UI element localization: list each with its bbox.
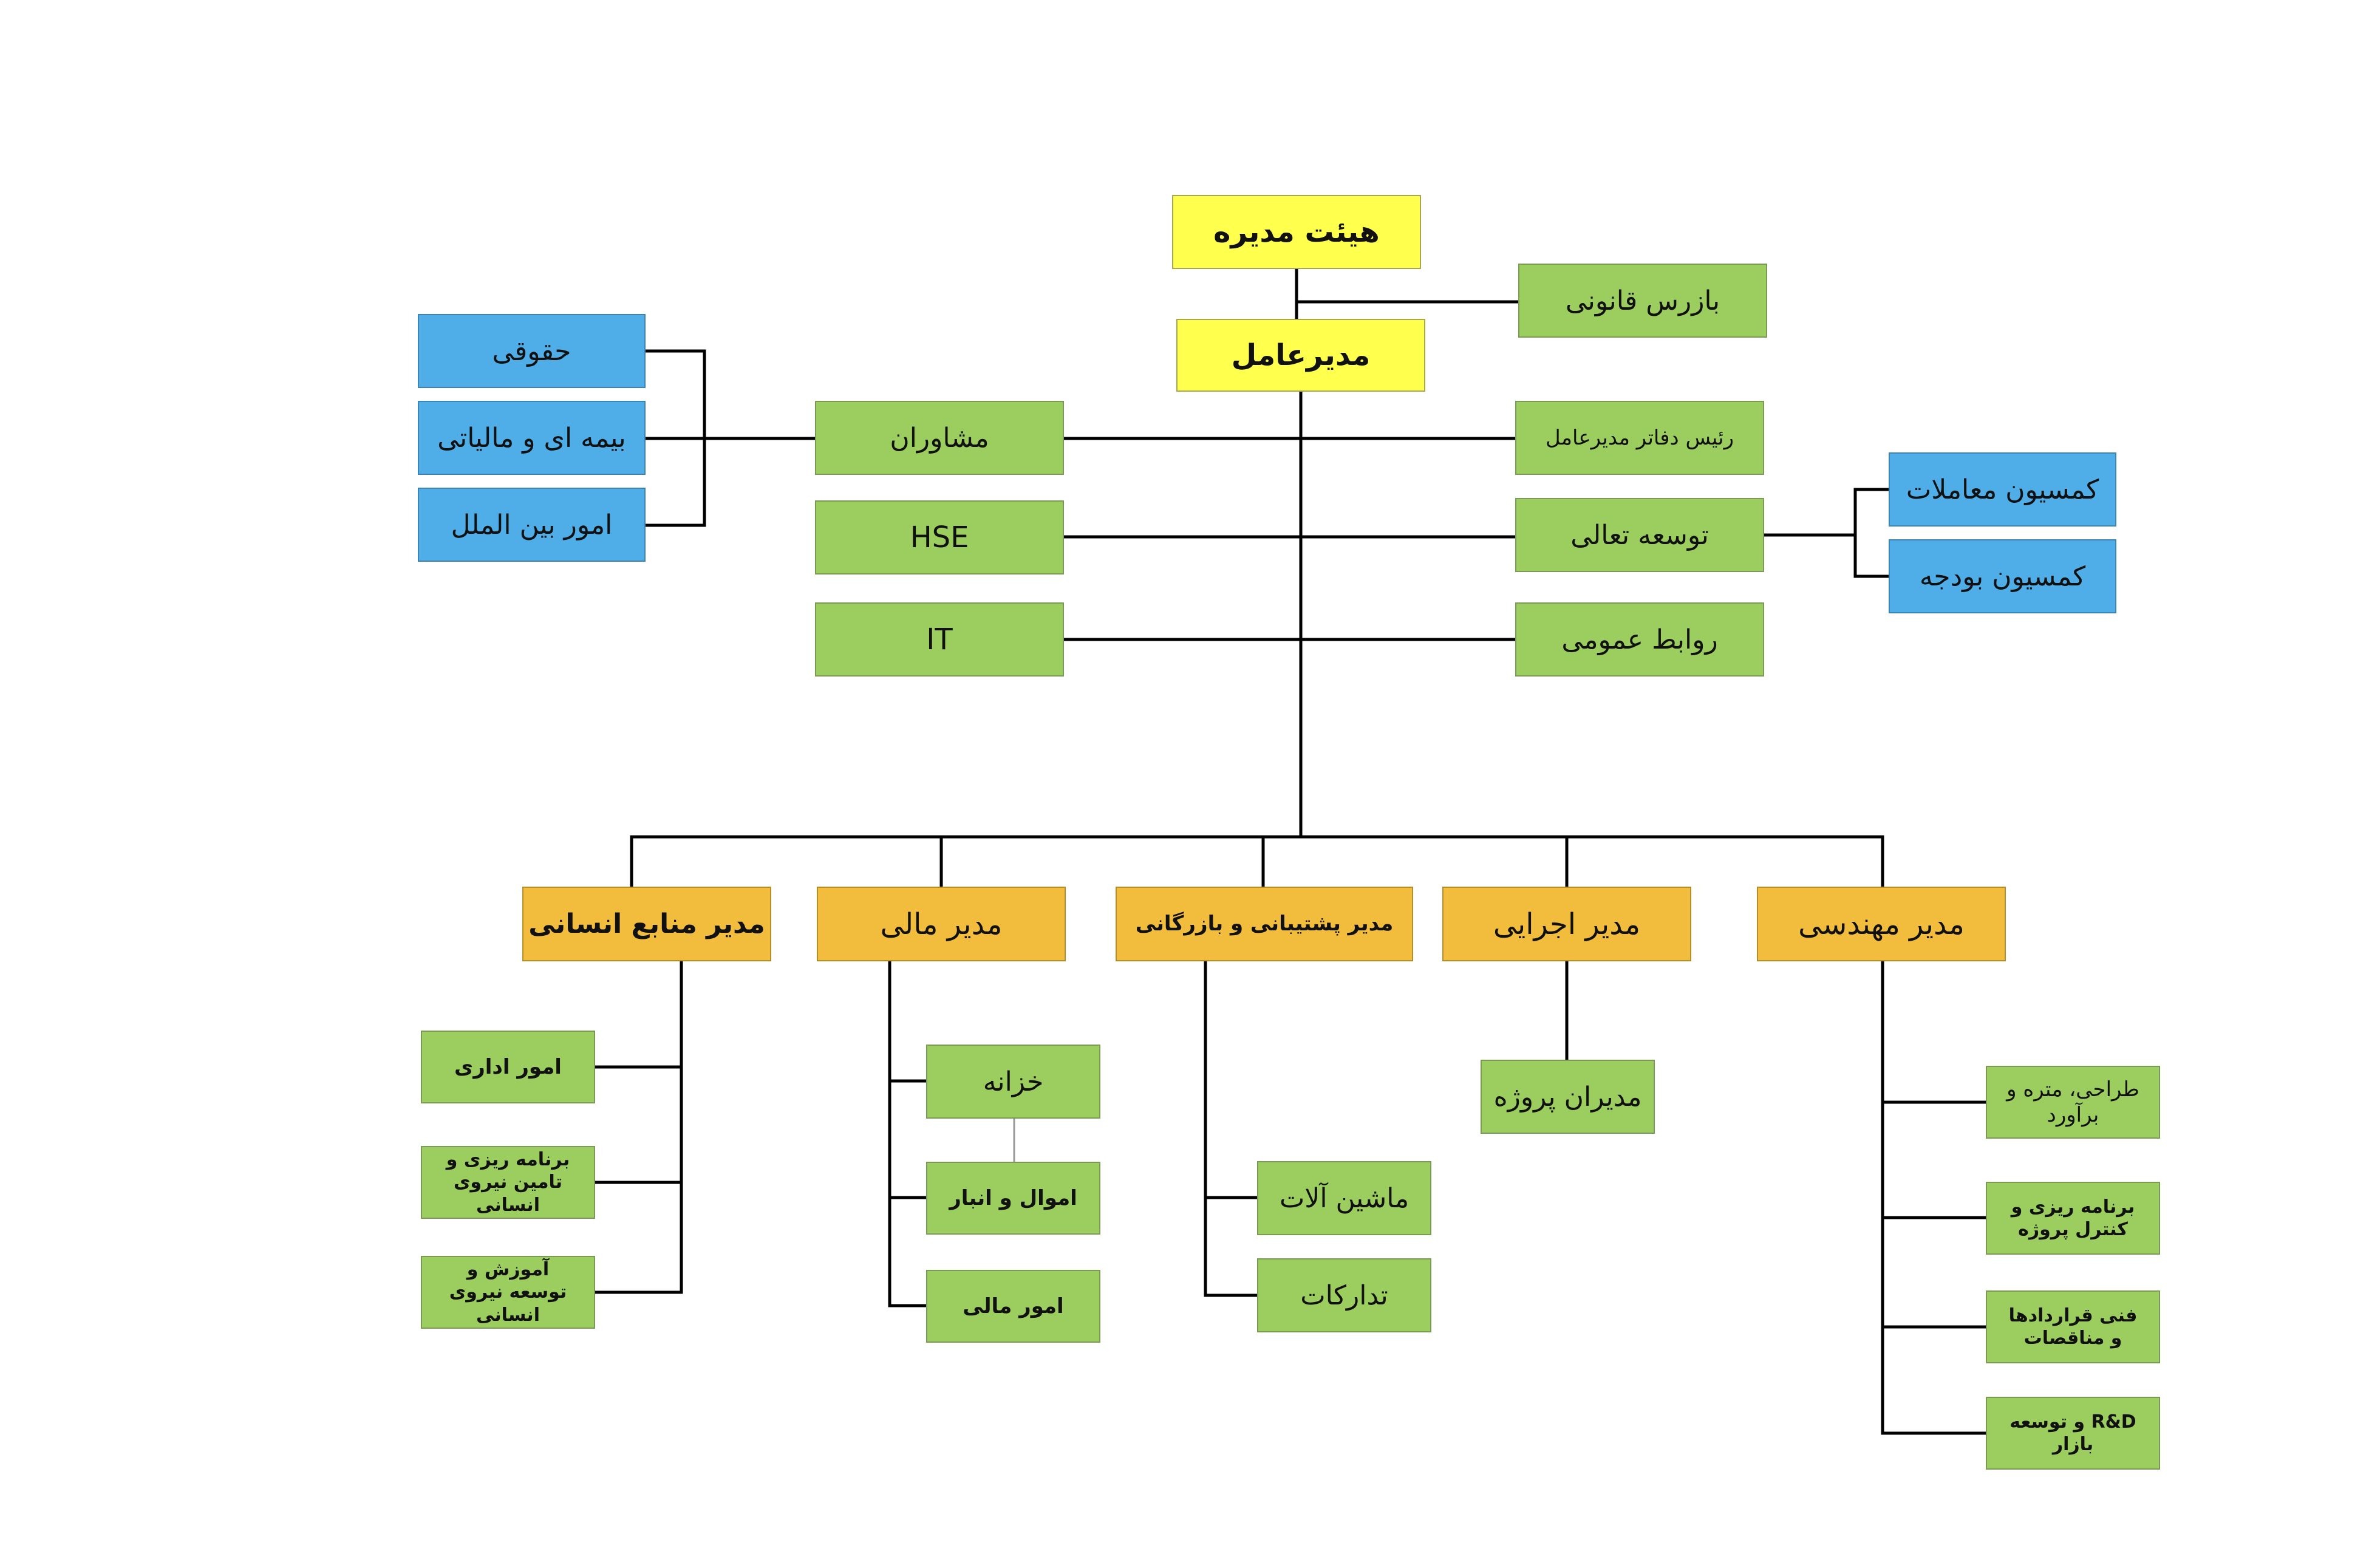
project-control-node: برنامه ریزی و کنترل پروژه	[1986, 1182, 2160, 1255]
office-head-node: رئیس دفاتر مدیرعامل	[1515, 401, 1764, 475]
support-manager-node: مدیر پشتیبانی و بازرگانی	[1116, 887, 1413, 961]
budget-committee-node: کمسیون بودجه	[1889, 539, 2116, 613]
engineering-manager-node: مدیر مهندسی	[1757, 887, 2006, 961]
machinery-node: ماشین آلات	[1257, 1161, 1431, 1235]
procurement-node: تدارکات	[1257, 1258, 1431, 1332]
ceo-node: مدیرعامل	[1176, 319, 1425, 392]
insurance-tax-node: بیمه ای و مالیاتی	[418, 401, 646, 475]
rd-market-node: R&D و توسعه بازار	[1986, 1397, 2160, 1470]
international-node: امور بین الملل	[418, 488, 646, 562]
legal-node: حقوقی	[418, 314, 646, 388]
finance-manager-node: مدیر مالی	[817, 887, 1066, 961]
admin-affairs-node: امور اداری	[421, 1031, 595, 1103]
financial-affairs-node: امور مالی	[926, 1270, 1100, 1343]
design-estimation-node: طراحی، متره و برآورد	[1986, 1066, 2160, 1139]
project-managers-node: مدیران پروژه	[1481, 1060, 1655, 1134]
excellence-node: توسعه تعالی	[1515, 498, 1764, 572]
contracts-tenders-node: فنی قراردادها و مناقصات	[1986, 1290, 2160, 1363]
hr-manager-node: مدیر منابع انسانی	[522, 887, 771, 961]
public-relations-node: روابط عمومی	[1515, 602, 1764, 677]
assets-warehouse-node: اموال و انبار	[926, 1162, 1100, 1235]
hr-training-node: آموزش و توسعه نیروی انسانی	[421, 1256, 595, 1329]
it-node: IT	[815, 602, 1064, 677]
legal-inspector-node: بازرس قانونی	[1518, 264, 1767, 338]
hr-planning-node: برنامه ریزی و تامین نیروی انسانی	[421, 1146, 595, 1219]
treasury-node: خزانه	[926, 1045, 1100, 1119]
hse-node: HSE	[815, 500, 1064, 574]
transactions-committee-node: کمسیون معاملات	[1889, 452, 2116, 527]
execution-manager-node: مدیر اجرایی	[1442, 887, 1691, 961]
advisors-node: مشاوران	[815, 401, 1064, 475]
board-node: هیئت مدیره	[1172, 195, 1421, 269]
